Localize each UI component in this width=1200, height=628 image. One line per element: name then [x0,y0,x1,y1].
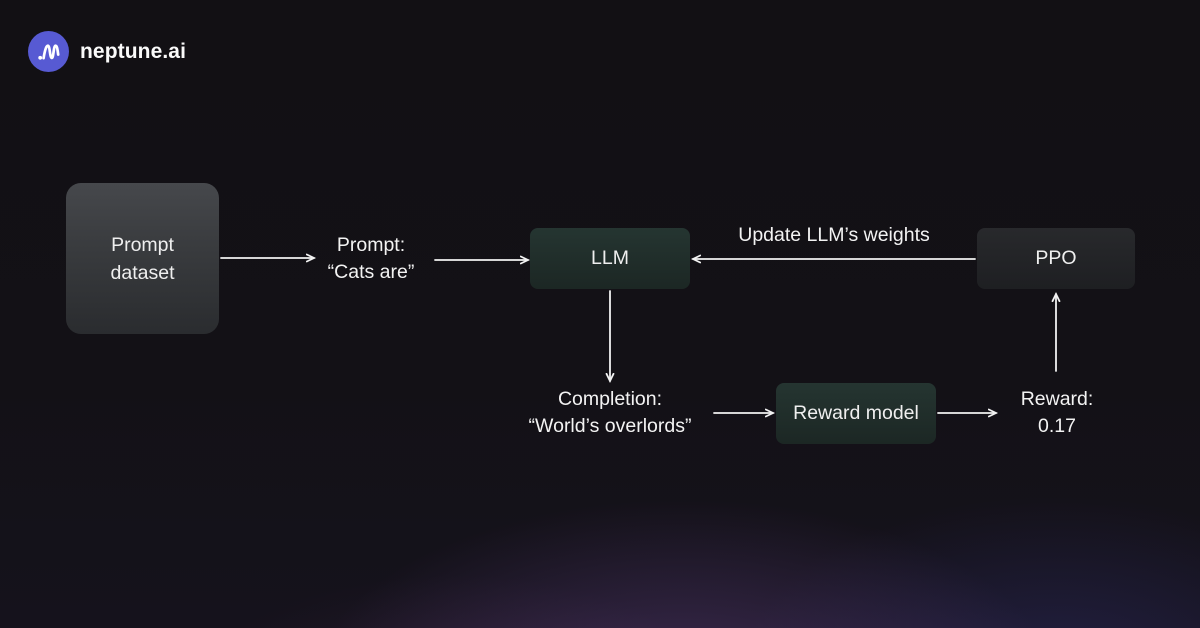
label-reward-line1: Reward: [1020,388,1094,410]
label-prompt-line2: “Cats are” [327,261,415,283]
label-prompt: Prompt: “Cats are” [291,232,451,286]
label-reward-line2: 0.17 [1038,415,1076,437]
label-completion-line2: “World’s overlords” [528,415,692,437]
brand: neptune.ai [28,31,186,72]
node-ppo: PPO [977,228,1135,289]
reward-model-label: Reward model [793,402,919,424]
label-prompt-line1: Prompt: [336,234,406,256]
node-reward-model: Reward model [776,383,936,444]
label-update-llm-weights: Update LLM’s weights [738,224,930,246]
ppo-label: PPO [1035,247,1077,269]
neptune-waveform-icon [28,31,69,72]
label-completion: Completion: “World’s overlords” [480,386,740,440]
label-reward: Reward: 0.17 [977,386,1137,440]
node-llm: LLM [530,228,690,289]
brand-name: neptune.ai [80,39,187,63]
llm-label: LLM [591,247,629,269]
prompt-dataset-label-line2: dataset [110,261,175,284]
label-completion-line1: Completion: [557,388,663,410]
node-prompt-dataset: Prompt dataset [66,183,219,334]
prompt-dataset-label-line1: Prompt [111,233,174,256]
